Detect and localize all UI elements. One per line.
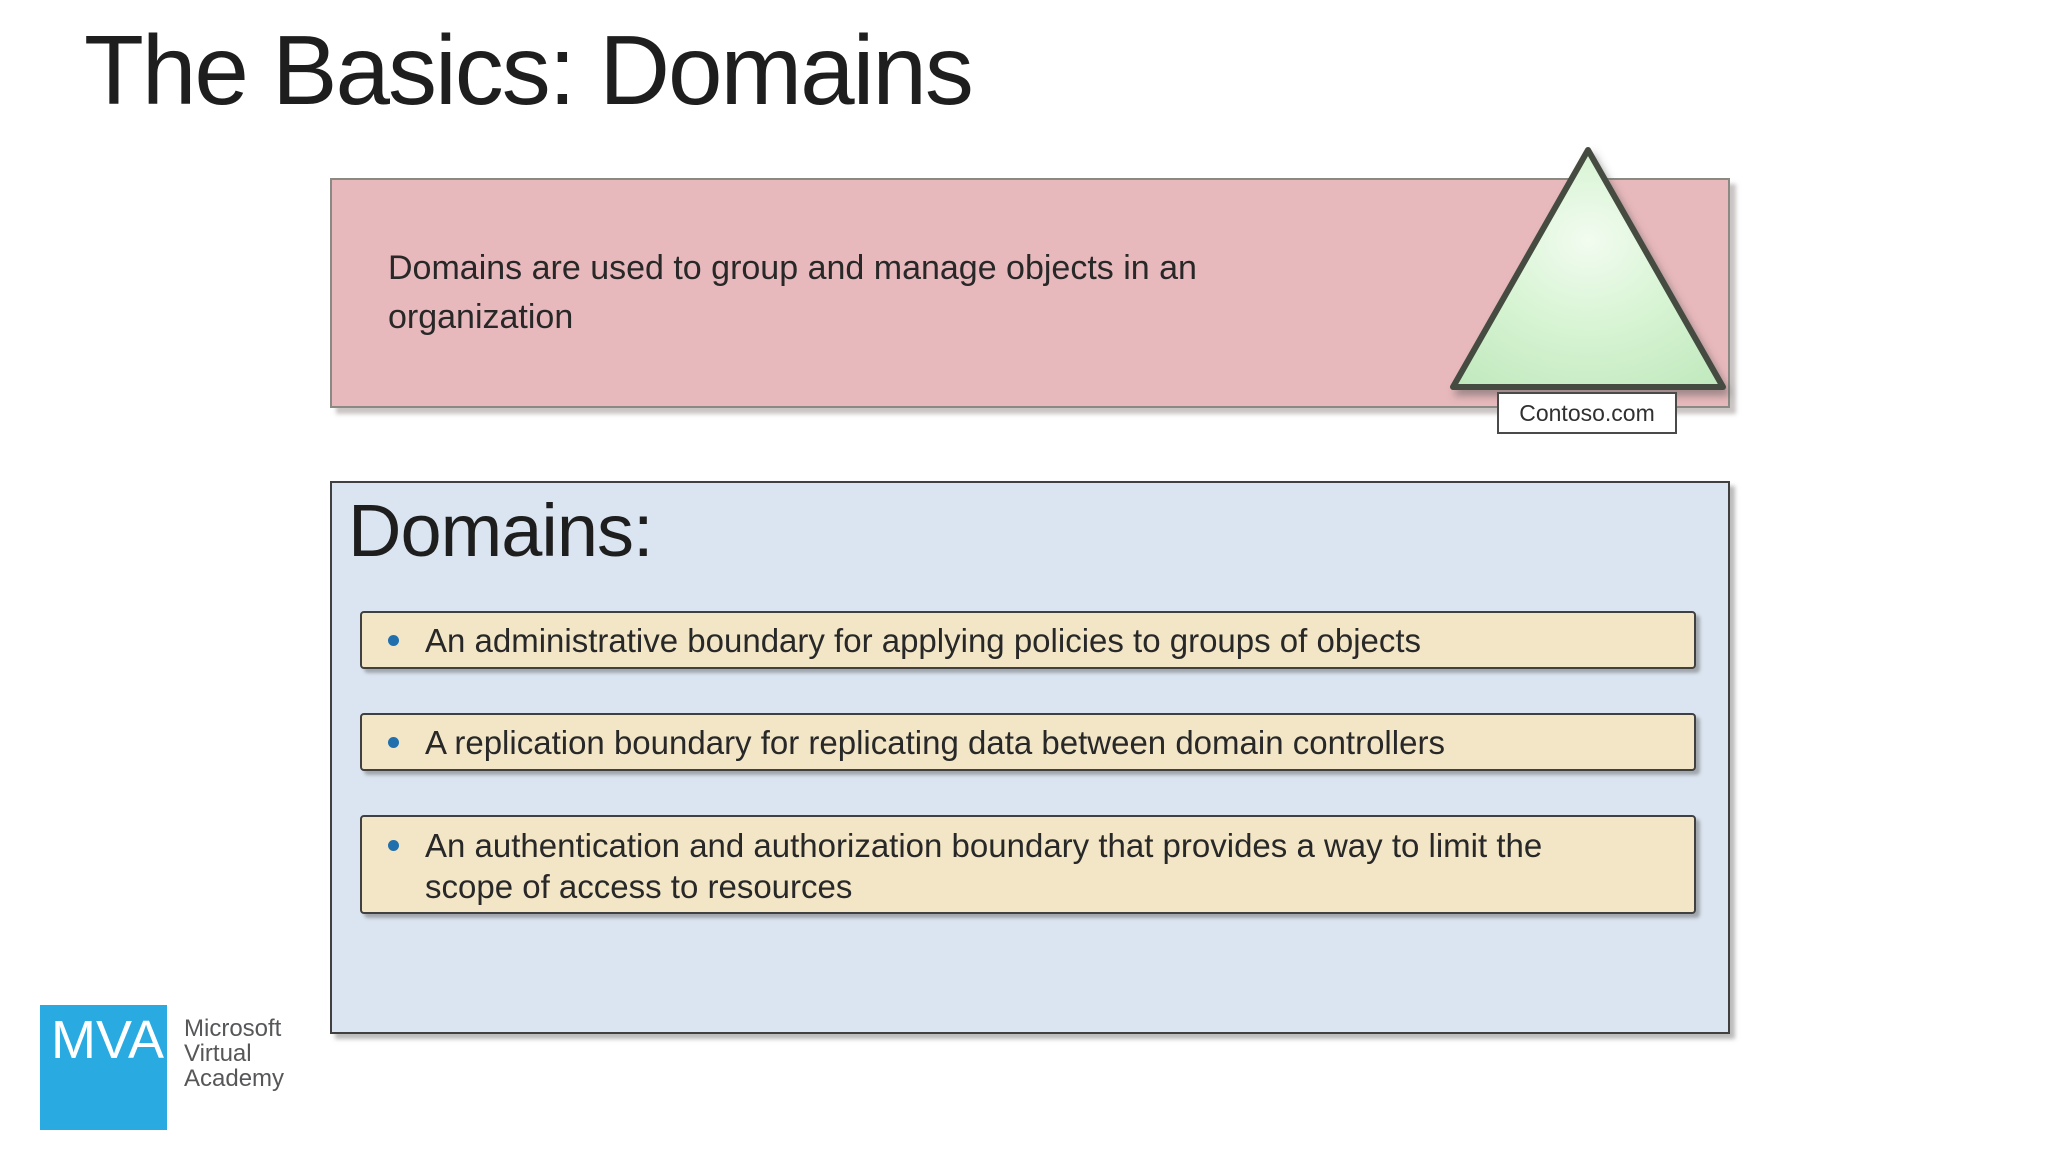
domains-panel-heading: Domains:	[348, 489, 654, 572]
domain-label: Contoso.com	[1497, 392, 1677, 434]
bullet-text-line: A replication boundary for replicating d…	[425, 723, 1445, 761]
mva-brand-line: Academy	[184, 1065, 285, 1092]
bullet-dot-icon	[388, 840, 399, 851]
domain-triangle-icon	[1450, 147, 1726, 390]
mva-brand-line: Virtual	[184, 1040, 252, 1067]
bullet-text-line: scope of access to resources	[425, 868, 853, 905]
bullet-dot-icon	[388, 736, 399, 748]
mva-logo: MVA	[40, 1005, 167, 1130]
bullet-text-line: An administrative boundary for applying …	[425, 621, 1422, 659]
info-box-line: Domains are used to group and manage obj…	[388, 249, 1197, 287]
bullet-text-line: An authentication and authorization boun…	[425, 827, 1543, 864]
bullet-dot-icon	[388, 634, 399, 646]
slide-title: The Basics: Domains	[84, 15, 974, 125]
info-box-line: organization	[388, 298, 574, 336]
bullet-box-authentication: An authentication and authorization boun…	[360, 815, 1696, 914]
info-box: Domains are used to group and manage obj…	[330, 178, 1730, 408]
mva-brand-line: Microsoft	[184, 1015, 282, 1042]
mva-brand-text: Microsoft Virtual Academy	[184, 1016, 284, 1091]
bullet-box-replication: A replication boundary for replicating d…	[360, 713, 1696, 771]
bullet-box-administrative: An administrative boundary for applying …	[360, 611, 1696, 669]
